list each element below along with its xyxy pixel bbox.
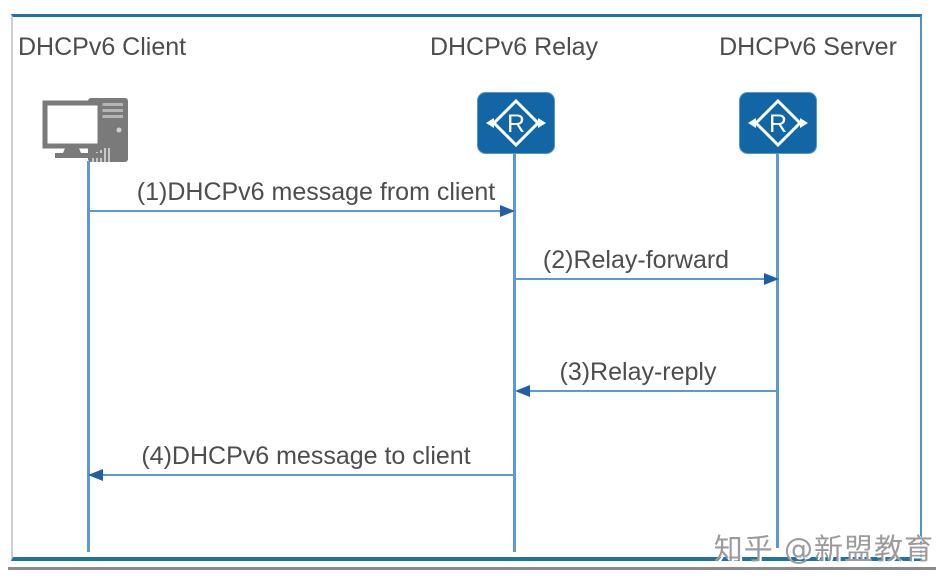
participant-label-client: DHCPv6 Client	[18, 33, 187, 61]
message-label-1: (1)DHCPv6 message from client	[136, 178, 496, 206]
page-divider-line	[8, 567, 936, 570]
router-letter: R	[769, 110, 787, 138]
client-computer-icon	[42, 98, 128, 162]
message-arrow-4	[103, 474, 515, 476]
router-letter: R	[507, 110, 525, 138]
router-icon-server: R	[739, 92, 817, 154]
message-arrow-2	[515, 278, 764, 280]
lifeline-server	[776, 154, 779, 548]
arrowhead-left-icon	[515, 385, 530, 397]
message-label-4: (4)DHCPv6 message to client	[141, 442, 471, 470]
lifeline-client	[87, 161, 90, 552]
lifeline-relay	[513, 154, 516, 552]
message-arrow-1	[88, 210, 500, 212]
arrowhead-right-icon	[500, 205, 515, 217]
router-icon-relay: R	[477, 92, 555, 154]
message-arrow-3	[530, 390, 778, 392]
arrowhead-right-icon	[764, 273, 779, 285]
arrowhead-left-icon	[88, 469, 103, 481]
watermark: 知乎 @新盟教育	[713, 532, 934, 566]
message-label-2: (2)Relay-forward	[542, 246, 730, 274]
message-label-3: (3)Relay-reply	[559, 358, 717, 386]
participant-label-server: DHCPv6 Server	[719, 33, 897, 61]
participant-label-relay: DHCPv6 Relay	[429, 33, 599, 61]
